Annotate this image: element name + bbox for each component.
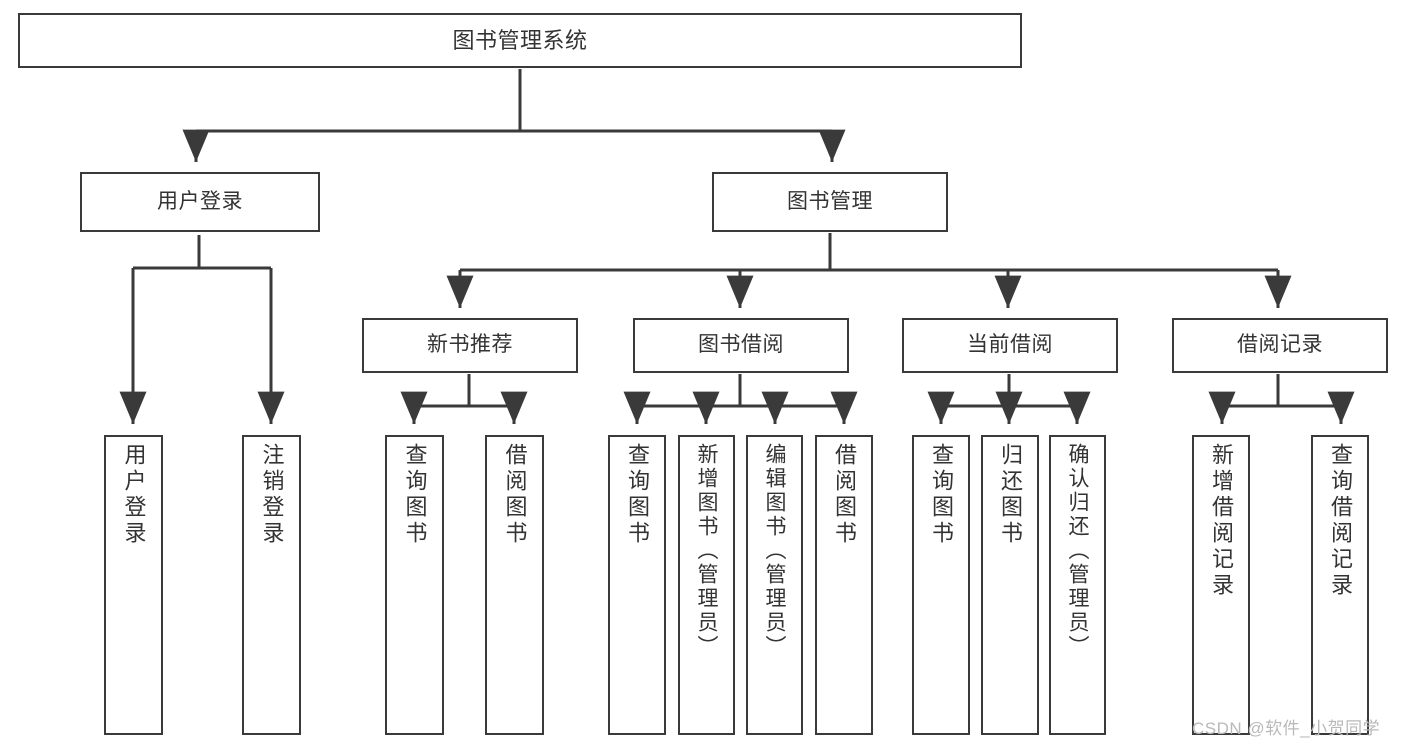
leaf-borrow-book[interactable]: 借阅图书 xyxy=(815,435,873,735)
leaf-query-book-recommend[interactable]: 查询图书 xyxy=(385,435,444,735)
node-label: 图书管理 xyxy=(787,189,873,213)
node-label: 借阅图书 xyxy=(502,443,528,547)
node-new-book-recommend[interactable]: 新书推荐 xyxy=(362,318,578,373)
leaf-query-book-current[interactable]: 查询图书 xyxy=(912,435,970,735)
leaf-logout[interactable]: 注销登录 xyxy=(242,435,301,735)
node-label: 查询图书 xyxy=(625,443,650,547)
node-label: 注销登录 xyxy=(259,443,285,547)
node-label: 查询图书 xyxy=(402,443,428,547)
node-label: 查询借阅记录 xyxy=(1328,443,1353,599)
node-label: 图书借阅 xyxy=(698,333,784,357)
leaf-add-book-admin[interactable]: 新增图书（管理员） xyxy=(678,435,735,735)
leaf-query-book-borrow[interactable]: 查询图书 xyxy=(608,435,666,735)
node-label: 查询图书 xyxy=(929,443,954,547)
node-label: 借阅图书 xyxy=(832,443,857,547)
node-label: 用户登录 xyxy=(121,443,147,547)
node-current-borrow[interactable]: 当前借阅 xyxy=(902,318,1118,373)
node-label: 确认归还（管理员） xyxy=(1066,443,1089,659)
node-book-borrow[interactable]: 图书借阅 xyxy=(633,318,849,373)
node-label: 新书推荐 xyxy=(427,333,513,357)
leaf-user-login[interactable]: 用户登录 xyxy=(104,435,163,735)
node-borrow-record[interactable]: 借阅记录 xyxy=(1172,318,1388,373)
leaf-confirm-return-admin[interactable]: 确认归还（管理员） xyxy=(1049,435,1106,735)
node-user-login[interactable]: 用户登录 xyxy=(80,172,320,232)
leaf-add-borrow-record[interactable]: 新增借阅记录 xyxy=(1192,435,1250,735)
node-label: 新增借阅记录 xyxy=(1209,443,1234,599)
node-root-system[interactable]: 图书管理系统 xyxy=(18,13,1022,68)
node-label: 归还图书 xyxy=(998,443,1023,547)
node-label: 当前借阅 xyxy=(967,333,1053,357)
node-label: 图书管理系统 xyxy=(452,27,588,53)
leaf-query-borrow-record[interactable]: 查询借阅记录 xyxy=(1311,435,1369,735)
leaf-edit-book-admin[interactable]: 编辑图书（管理员） xyxy=(746,435,803,735)
node-label: 借阅记录 xyxy=(1237,333,1323,357)
node-book-management[interactable]: 图书管理 xyxy=(712,172,948,232)
leaf-return-book[interactable]: 归还图书 xyxy=(981,435,1039,735)
node-label: 编辑图书（管理员） xyxy=(763,443,786,659)
node-label: 新增图书（管理员） xyxy=(695,443,718,659)
leaf-borrow-book-recommend[interactable]: 借阅图书 xyxy=(485,435,544,735)
node-label: 用户登录 xyxy=(157,189,243,213)
watermark-text: CSDN @软件_小贺同学 xyxy=(1192,719,1381,738)
